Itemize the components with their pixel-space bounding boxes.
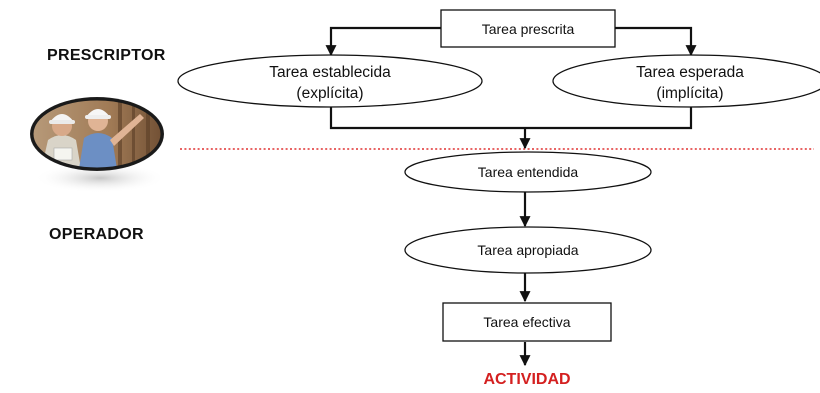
workers-photo-icon (30, 97, 166, 193)
node-tarea-prescrita: Tarea prescrita (440, 9, 616, 48)
connector-merge (329, 104, 693, 130)
node-tarea-efectiva-label: Tarea efectiva (483, 314, 570, 330)
connector-prescrita-to-esperada (615, 26, 697, 57)
connector-prescrita-to-establecida (325, 26, 441, 57)
connectors (325, 26, 697, 367)
prescriptor-label: PRESCRIPTOR (47, 47, 166, 64)
node-tarea-establecida-line2: (explícita) (296, 85, 363, 102)
node-tarea-esperada-line1: Tarea esperada (636, 64, 744, 81)
node-tarea-apropiada: Tarea apropiada (404, 226, 652, 274)
node-tarea-establecida-line1: Tarea establecida (269, 64, 391, 81)
node-tarea-apropiada-label: Tarea apropiada (477, 242, 578, 258)
node-tarea-entendida-label: Tarea entendida (478, 164, 579, 180)
actividad-label: ACTIVIDAD (483, 371, 570, 388)
node-tarea-entendida: Tarea entendida (404, 151, 652, 193)
node-tarea-esperada-line2: (implícita) (656, 85, 723, 102)
node-tarea-establecida: Tarea establecida (explícita) (177, 54, 483, 108)
node-tarea-prescrita-label: Tarea prescrita (482, 21, 575, 37)
node-tarea-esperada: Tarea esperada (implícita) (552, 54, 820, 108)
operador-label: OPERADOR (49, 226, 144, 243)
node-tarea-efectiva: Tarea efectiva (442, 302, 612, 342)
